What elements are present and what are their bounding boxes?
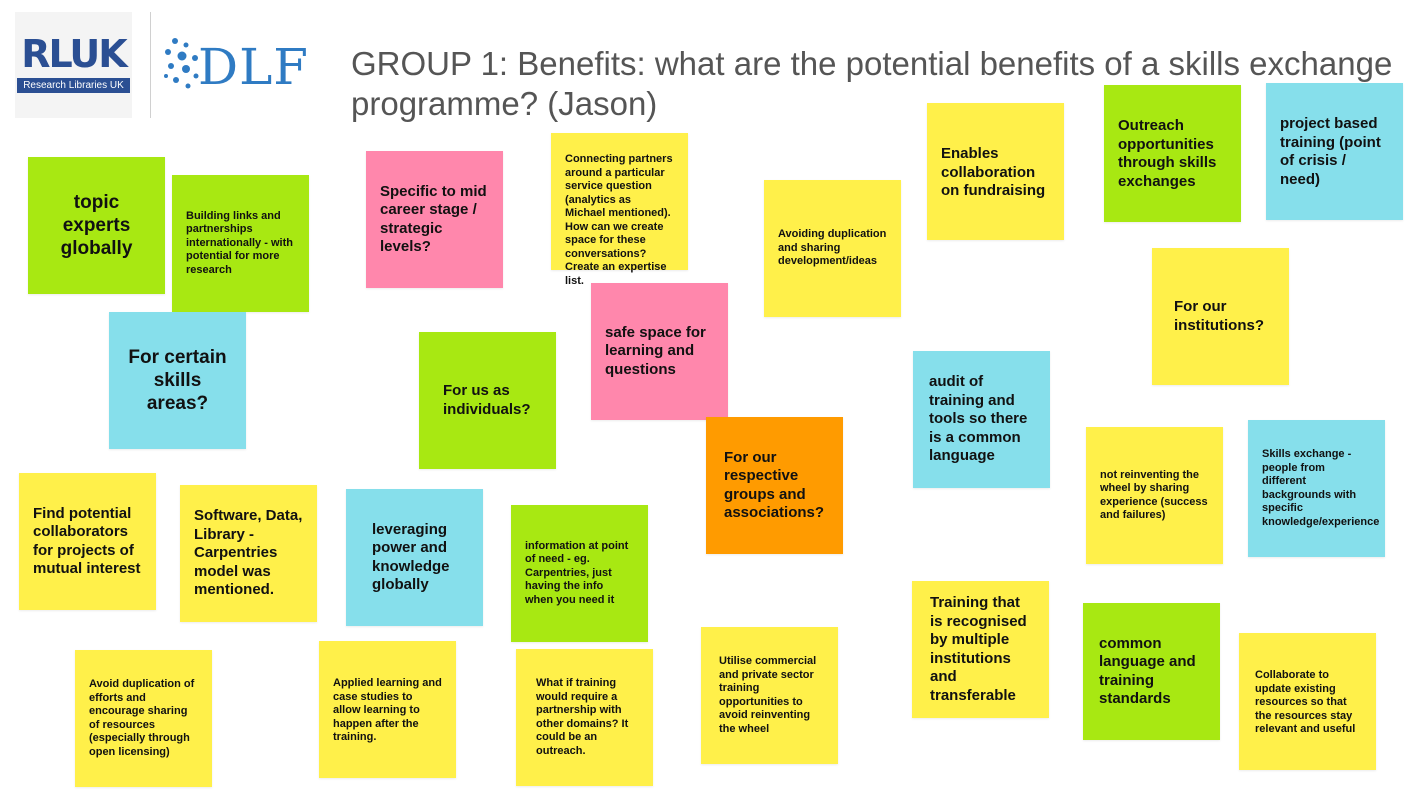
sticky-note: Utilise commercial and private sector tr…: [701, 627, 838, 764]
sticky-note: Building links and partnerships internat…: [172, 175, 309, 312]
sticky-note-text: Applied learning and case studies to all…: [333, 677, 442, 743]
sticky-note-text: not reinventing the wheel by sharing exp…: [1100, 468, 1208, 522]
sticky-note: Training that is recognised by multiple …: [912, 581, 1049, 718]
sticky-note-text: Building links and partnerships internat…: [186, 209, 293, 276]
rluk-logo-text: RLUK: [21, 32, 127, 76]
sticky-note-text: leveraging power and knowledge globally: [372, 520, 450, 594]
sticky-note-text: Connecting partners around a particular …: [565, 153, 673, 287]
sticky-note-text: For our institutions?: [1174, 298, 1264, 334]
sticky-note-text: topic experts globally: [60, 192, 133, 259]
sticky-note: For us as individuals?: [419, 332, 556, 469]
sticky-note-text: Training that is recognised by multiple …: [930, 594, 1027, 704]
sticky-note-text: Collaborate to update existing resources…: [1255, 669, 1356, 735]
rluk-logo-subtitle: Research Libraries UK: [17, 78, 130, 93]
sticky-note: Outreach opportunities through skills ex…: [1104, 85, 1241, 222]
sticky-note-text: For us as individuals?: [443, 382, 531, 418]
sticky-note-text: project based training (point of crisis …: [1280, 115, 1381, 188]
sticky-note-text: safe space for learning and questions: [605, 323, 706, 378]
sticky-note: Applied learning and case studies to all…: [319, 641, 456, 778]
sticky-note-text: Find potential collaborators for project…: [33, 504, 141, 578]
sticky-note-text: Specific to mid career stage / strategic…: [380, 182, 487, 256]
sticky-note: What if training would require a partner…: [516, 649, 653, 786]
sticky-note: common language and training standards: [1083, 603, 1220, 740]
sticky-note-text: audit of training and tools so there is …: [929, 373, 1028, 465]
dlf-logo-text: DLF: [198, 38, 309, 96]
sticky-note-text: For our respective groups and associatio…: [724, 448, 825, 522]
sticky-note: Software, Data, Library - Carpentries mo…: [180, 485, 317, 622]
sticky-note-text: Utilise commercial and private sector tr…: [719, 655, 817, 735]
sticky-note: For certain skills areas?: [109, 312, 246, 449]
sticky-note-text: common language and training standards: [1099, 634, 1196, 708]
sticky-note: Avoid duplication of efforts and encoura…: [75, 650, 212, 787]
sticky-note: not reinventing the wheel by sharing exp…: [1086, 427, 1223, 564]
rluk-logo: RLUK Research Libraries UK: [15, 12, 132, 118]
sticky-note: Skills exchange - people from different …: [1248, 420, 1385, 557]
sticky-note: Find potential collaborators for project…: [19, 473, 156, 610]
sticky-note: Collaborate to update existing resources…: [1239, 633, 1376, 770]
sticky-note: topic experts globally: [28, 157, 165, 294]
sticky-note: information at point of need - eg. Carpe…: [511, 505, 648, 642]
sticky-note: For our institutions?: [1152, 248, 1289, 385]
slide-title: GROUP 1: Benefits: what are the potentia…: [351, 45, 1393, 122]
sticky-note-text: Skills exchange - people from different …: [1262, 448, 1380, 528]
dlf-logo: DLF: [162, 36, 322, 96]
sticky-note: Avoiding duplication and sharing develop…: [764, 180, 901, 317]
sticky-note-text: Avoiding duplication and sharing develop…: [778, 228, 887, 268]
sticky-note-text: For certain skills areas?: [128, 347, 227, 414]
sticky-note-text: Avoid duplication of efforts and encoura…: [89, 678, 195, 758]
sticky-note: safe space for learning and questions: [591, 283, 728, 420]
sticky-note-text: Enables collaboration on fundraising: [941, 145, 1046, 199]
sticky-note: Specific to mid career stage / strategic…: [366, 151, 503, 288]
sticky-note-text: Outreach opportunities through skills ex…: [1118, 117, 1217, 190]
sticky-note: audit of training and tools so there is …: [913, 351, 1050, 488]
sticky-note-text: Software, Data, Library - Carpentries mo…: [194, 507, 303, 599]
logo-divider: [150, 12, 151, 118]
sticky-note-text: What if training would require a partner…: [536, 677, 629, 757]
sticky-note: leveraging power and knowledge globally: [346, 489, 483, 626]
dlf-dots-icon: [164, 38, 199, 89]
sticky-note: project based training (point of crisis …: [1266, 83, 1403, 220]
sticky-note: Enables collaboration on fundraising: [927, 103, 1064, 240]
sticky-note: For our respective groups and associatio…: [706, 417, 843, 554]
sticky-note-text: information at point of need - eg. Carpe…: [525, 539, 629, 606]
sticky-note: Connecting partners around a particular …: [551, 133, 688, 287]
